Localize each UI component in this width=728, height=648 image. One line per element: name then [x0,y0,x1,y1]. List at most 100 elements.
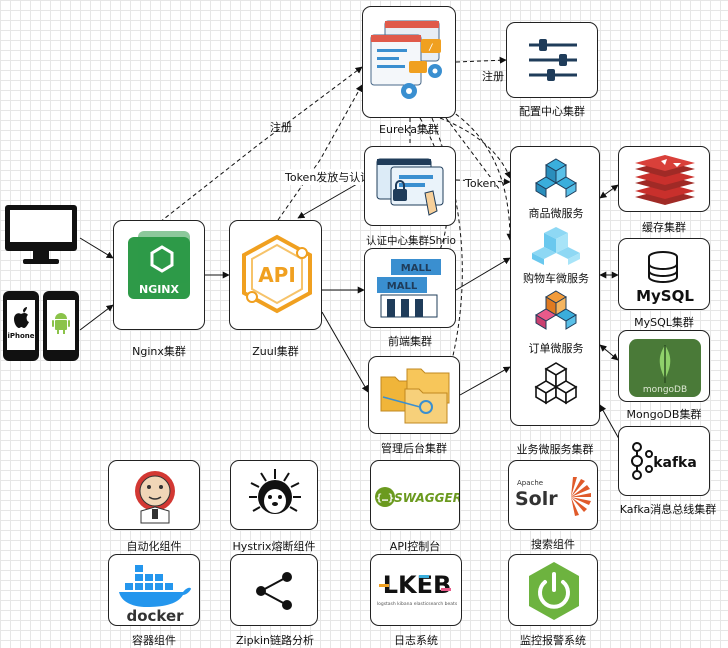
docker-label: 容器组件 [132,634,176,647]
sliders-icon [529,39,577,81]
redis-icon [635,155,695,205]
kafka-node: kafka [618,426,710,496]
elk-logo-text: LKEB [383,571,452,599]
order-service-label: 订单微服务 [528,342,584,355]
solr-small-text: Apache [517,479,543,487]
edge-frontend-business [455,257,511,291]
nginx-label: Nginx集群 [132,345,186,358]
zipkin-node [230,554,318,626]
admin-label: 管理后台集群 [381,442,447,455]
mall-sign-1: MALL [401,263,432,274]
cache-label: 缓存集群 [642,221,686,234]
folders-icon [380,368,450,424]
edge-business-cache [599,184,619,199]
jenkins-butler-icon [135,471,175,524]
monitor-icon [5,205,77,264]
nginx-logo-text: NGINX [139,283,180,296]
zuul-label: Zuul集群 [252,345,299,358]
edge-nginx-eureka [159,66,363,223]
code-window-icon: / [370,20,442,99]
nginx-node: NGINX [113,220,205,330]
edge-label-register: 注册 [270,121,292,134]
mongodb-icon: mongoDB [629,339,701,397]
api-logo-text: API [258,263,296,287]
elk-sub-text: logstash kibana elasticsearch beats [377,601,458,607]
cart-cubes-icon [532,227,580,265]
docker-node: docker [108,554,200,626]
edge-eureka-config [455,56,507,64]
edge-business-mongo [599,344,619,361]
share-graph-icon [256,572,292,610]
iphone-client: iPhone [3,291,39,361]
nginx-logo: NGINX [128,231,190,299]
apple-icon [14,307,29,328]
frontend-label: 前端集群 [388,335,432,348]
auth-label: 认证中心集群Shrio [366,235,456,247]
mysql-label: MySQL集群 [634,316,694,329]
kafka-logo-text: kafka [653,455,697,471]
spring-boot-icon [529,562,579,620]
business-label: 业务微服务集群 [516,443,594,456]
jenkins-label: 自动化组件 [126,540,182,553]
swagger-logo: {…} SWAGGER [375,487,459,507]
swagger-node: {…} SWAGGER [370,460,460,530]
edge-admin-business [459,366,511,396]
edge-eureka-business-2 [449,109,514,241]
swagger-logo-text: SWAGGER [394,491,459,505]
android-client [43,291,79,361]
config-label: 配置中心集群 [519,105,585,118]
edge-mobile-nginx [79,304,114,331]
product-cubes-icon [535,158,577,198]
elk-node: LKEB logstash kibana elasticsearch beats [370,554,462,626]
elk-logo: LKEB logstash kibana elasticsearch beats [377,571,458,607]
mysql-logo-text: MySQL [636,287,694,305]
edge-label-token-issue: Token发放与认证 [285,169,372,185]
hystrix-label: Hystrix熔断组件 [232,540,316,553]
mall-building-icon: MALL MALL [377,259,441,318]
edge-zuul-eureka [277,84,363,221]
docker-whale-icon: docker [119,565,191,623]
kafka-label: Kafka消息总线集群 [619,503,717,516]
svg-text:{…}: {…} [376,493,394,504]
edge-eureka-frontend [419,117,449,251]
admin-node [368,356,460,434]
config-node [506,22,598,98]
mall-sign-2: MALL [387,281,418,292]
hystrix-porcupine-icon [249,469,301,514]
order-cubes-icon [535,290,577,330]
product-service-label: 商品微服务 [528,207,584,220]
hystrix-node [230,460,318,530]
auth-screen-icon [376,158,444,216]
edge-zuul-admin [321,311,369,393]
iphone-label: iPhone [7,332,35,340]
edge-auth-zuul [297,179,365,219]
desktop-client [3,203,79,267]
monitor-label: 监控报警系统 [520,634,586,647]
svg-text:/: / [428,43,433,53]
business-node: 商品微服务 购物车微服务 订单微服务 [510,146,600,426]
docker-logo-text: docker [126,607,184,623]
kafka-icon: kafka [631,442,697,480]
mongodb-label: MongoDB集群 [626,408,702,421]
edge-pc-nginx [79,237,114,259]
api-gateway-icon: API [242,234,312,314]
mysql-icon: MySQL [636,251,694,305]
edge-label-register-config: 注册 [482,70,504,83]
android-icon [52,313,70,334]
solr-label: 搜索组件 [531,538,575,551]
edge-label-token: Token [465,177,497,190]
generic-cubes-icon [534,362,578,405]
mongodb-logo-text: mongoDB [643,385,687,395]
elk-label: 日志系统 [394,634,438,647]
solr-node: Apache Solr [508,460,598,530]
solr-logo: Apache Solr [515,477,591,516]
auth-node [364,146,456,226]
monitor-node [508,554,598,626]
frontend-node: MALL MALL [364,248,456,328]
mongodb-node: mongoDB [618,330,710,402]
eureka-label: Eureka集群 [379,123,439,136]
swagger-label: API控制台 [389,540,441,553]
cart-service-label: 购物车微服务 [523,272,589,285]
cache-node [618,146,710,212]
